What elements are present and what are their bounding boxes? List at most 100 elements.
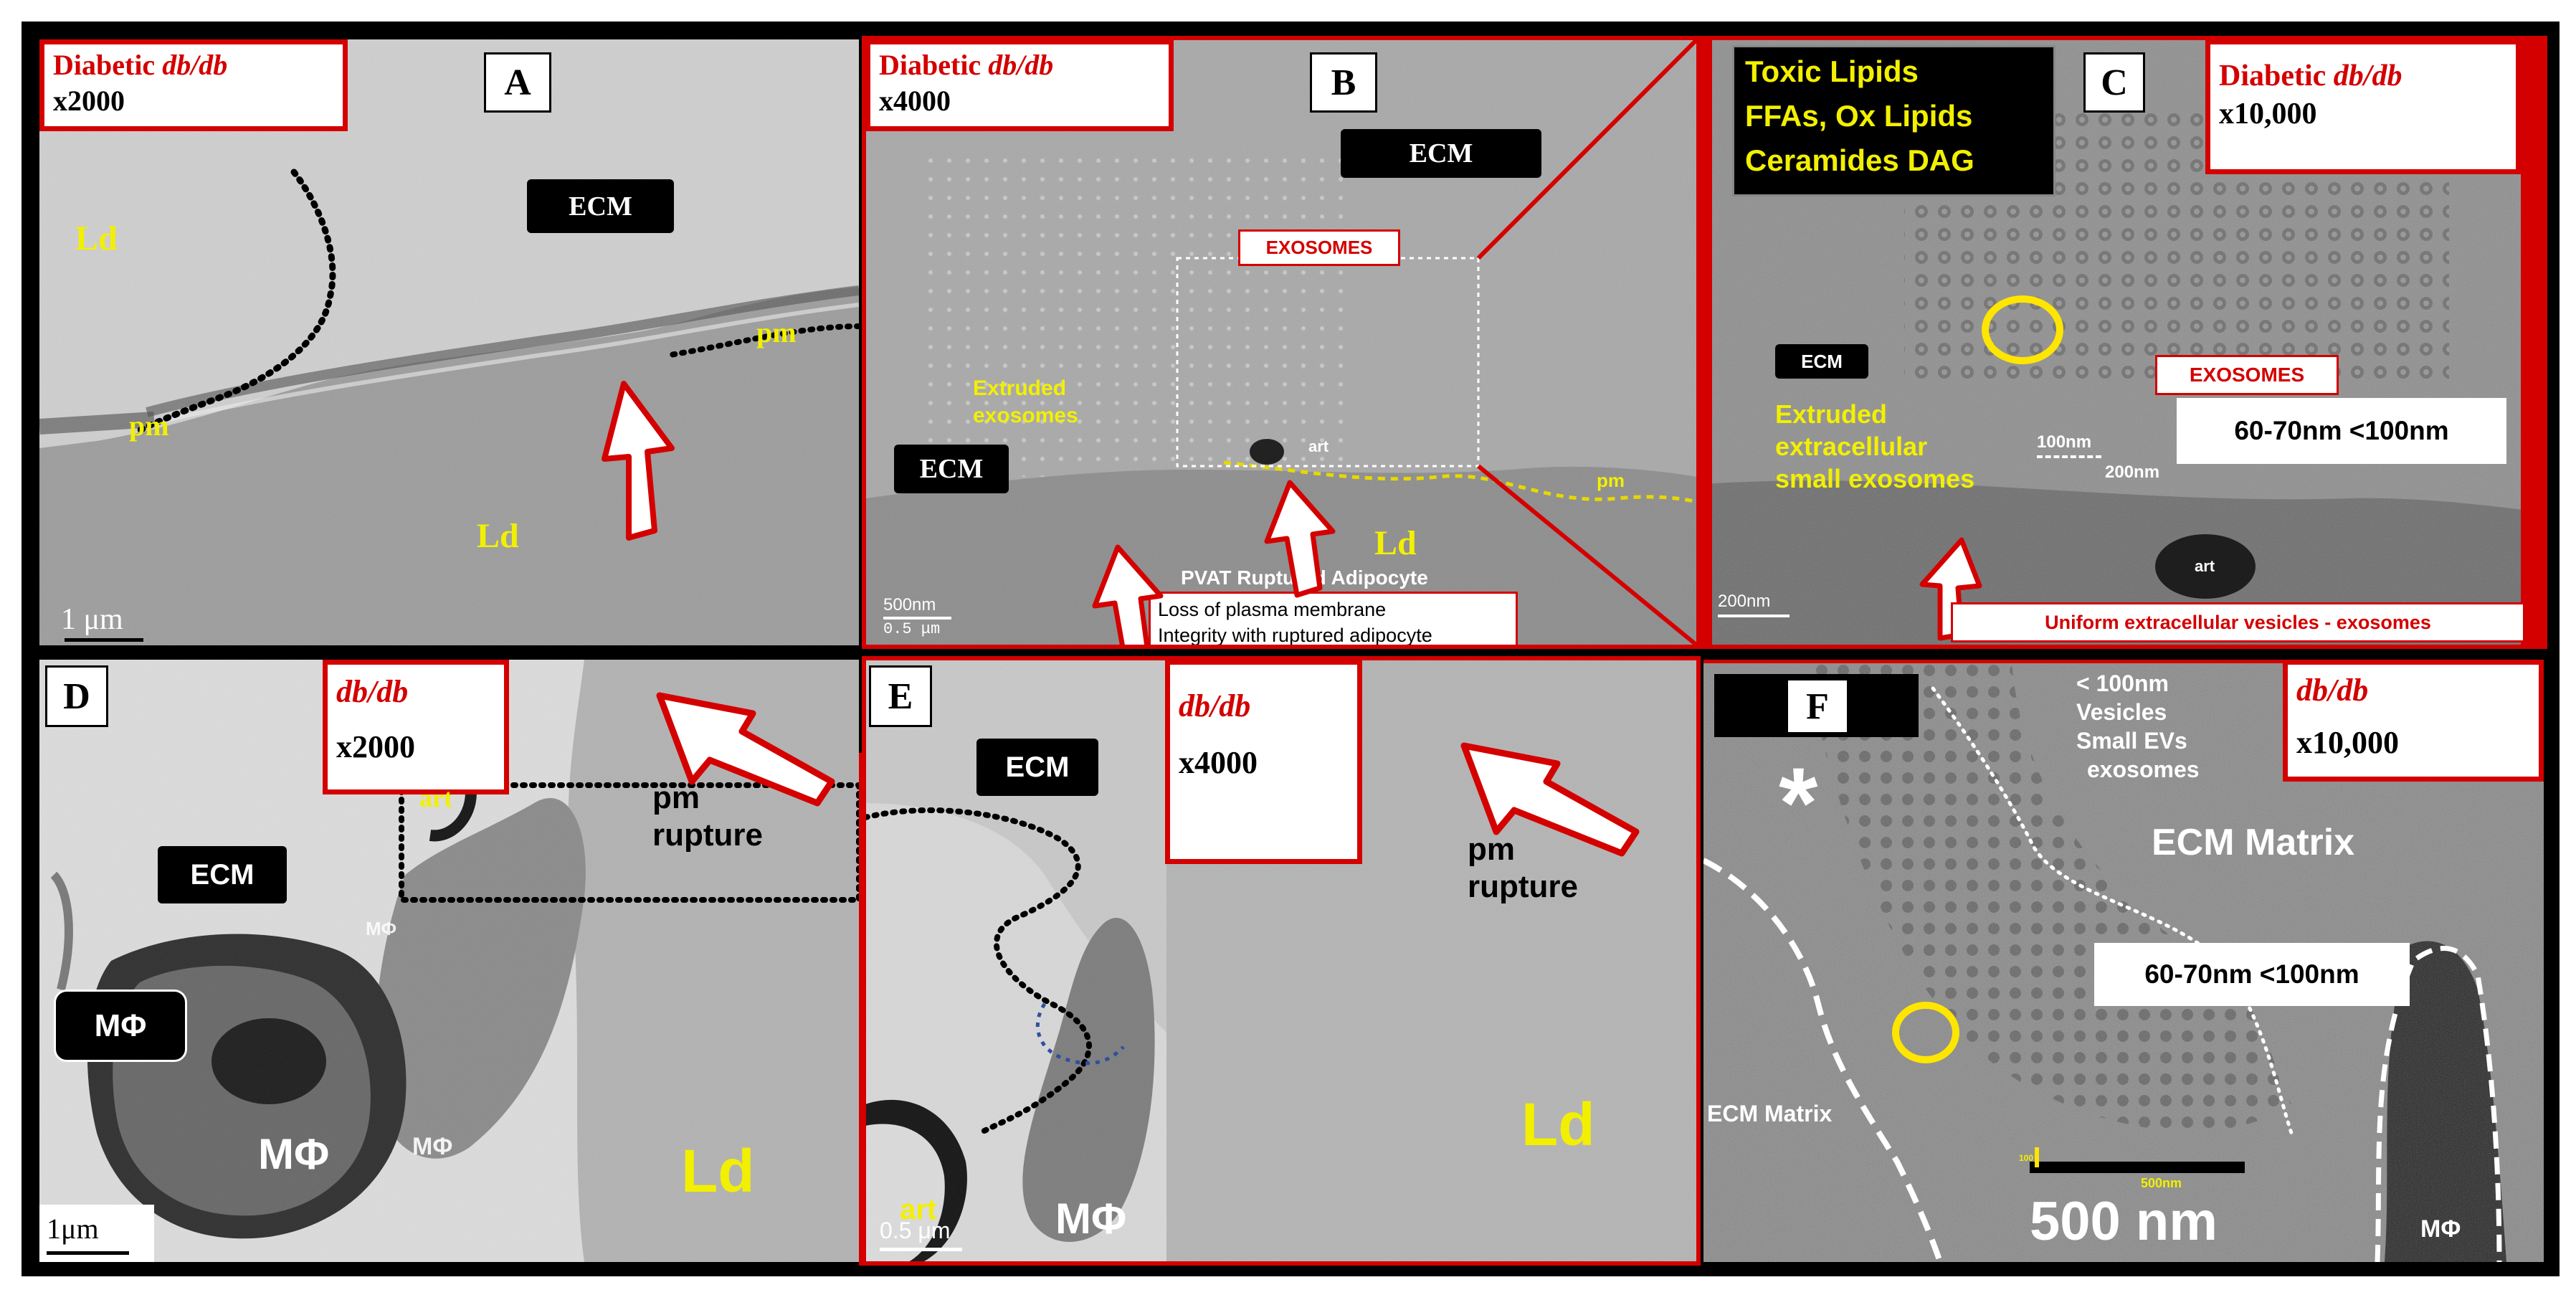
panel-b-ecm-label-2: ECM <box>894 445 1009 493</box>
panel-b-scale-bar <box>883 617 951 620</box>
panel-d-pm-line1: pm <box>652 780 700 815</box>
panel-c: Toxic Lipids FFAs, Ox Lipids Ceramides D… <box>1703 39 2544 645</box>
panel-a-arrow <box>602 381 675 541</box>
panel-f-magnification-box: db/db x10,000 <box>2283 660 2544 782</box>
panel-e-pm-line1: pm <box>1468 832 1515 867</box>
panel-b-scale-label-2: 0.5 μm <box>883 620 941 638</box>
panel-e-mphi-label: MΦ <box>1055 1195 1127 1243</box>
panel-f-scale-bar-small <box>2030 1162 2245 1173</box>
panel-f-letter-box: F <box>1714 674 1919 737</box>
panel-f-letter: F <box>1786 678 1849 734</box>
panel-b-note-line1: Loss of plasma membrane <box>1158 599 1387 620</box>
panel-e-magnification-box: db/db x4000 <box>1165 660 1362 864</box>
panel-f-ecm-matrix-1: ECM Matrix <box>2152 822 2355 863</box>
panel-f-scale-tick <box>2035 1147 2039 1167</box>
panel-a-micrograph <box>39 39 859 645</box>
panel-c-scale-label: 200nm <box>1718 592 1771 611</box>
panel-e-pm-line2: rupture <box>1468 869 1578 904</box>
panel-c-magnification-box: Diabetic db/db x10,000 <box>2205 39 2521 174</box>
panel-e-ld-label: Ld <box>1521 1091 1595 1158</box>
panel-c-exosomes-label: EXOSOMES <box>2155 355 2339 395</box>
panel-b-arrow-2 <box>1092 544 1164 645</box>
panel-e-scale-label: 0.5 μm <box>880 1218 951 1243</box>
panel-b-art-label: art <box>1308 437 1329 455</box>
panel-b: Diabetic db/db x4000 B ECM ECM EXOSOMES … <box>865 39 1697 645</box>
panel-d-e-divider <box>859 753 862 1266</box>
panel-a-magnification-box: Diabetic db/db x2000 <box>39 39 348 131</box>
panel-e-art-label: art <box>900 1194 937 1225</box>
panel-c-scale-bar <box>1718 615 1790 617</box>
panel-b-micrograph <box>865 39 1697 645</box>
panel-b-arrow-1 <box>1264 480 1336 598</box>
panel-d-mphi-small-2: MΦ <box>412 1133 453 1160</box>
panel-e: E db/db x4000 ECM pm rupture Ld art MΦ 0… <box>865 660 1697 1262</box>
panel-c-ecm-label: ECM <box>1775 344 1868 379</box>
panel-d-pm-line2: rupture <box>652 817 763 853</box>
panel-c-toxic-line2: FFAs, Ox Lipids <box>1745 99 1973 133</box>
panel-b-scale-label-1: 500nm <box>883 595 936 615</box>
panel-d-letter: D <box>45 665 108 727</box>
panel-f: F < 100nm Vesicles Small EVs exosomes db… <box>1703 660 2544 1262</box>
figure-frame: Diabetic db/db x2000 A ECM Ld Ld pm pm 1… <box>22 22 2560 1276</box>
panel-a-letter: A <box>484 52 551 113</box>
panel-c-exosome-circle <box>1982 295 2063 364</box>
panel-c-size-box: 60-70nm <100nm <box>2177 398 2506 464</box>
panel-b-letter: B <box>1310 52 1377 113</box>
panel-c-letter: C <box>2083 52 2145 113</box>
panel-b-note-box: Loss of plasma membrane Integrity with r… <box>1149 592 1518 645</box>
panel-b-ld-label: Ld <box>1374 524 1417 562</box>
panel-b-magnification-box: Diabetic db/db x4000 <box>865 39 1174 131</box>
panel-b-ecm-label-1: ECM <box>1341 129 1541 178</box>
panel-a: Diabetic db/db x2000 A ECM Ld Ld pm pm 1… <box>39 39 859 645</box>
panel-a-ld-label-2: Ld <box>477 517 519 555</box>
panel-a-scale-bar <box>65 638 143 642</box>
panel-c-uniform-label: Uniform extracellular vesicles - exosome… <box>1951 602 2525 642</box>
panel-b-note-line2: Integrity with ruptured adipocyte <box>1158 625 1432 645</box>
panel-c-extruded-line3: small exosomes <box>1775 464 1975 493</box>
panel-d-mphi-box: MΦ <box>54 990 187 1062</box>
panel-b-extruded-line1: Extruded <box>973 376 1067 400</box>
panel-e-ecm-label: ECM <box>976 739 1098 796</box>
panel-a-pm-label-2: pm <box>756 316 797 348</box>
panel-d-arrow <box>656 692 835 807</box>
panel-b-extruded-line2: exosomes <box>973 404 1078 427</box>
panel-b-exosomes-label: EXOSOMES <box>1238 229 1400 266</box>
panel-b-pm-label: pm <box>1597 470 1625 491</box>
panel-e-arrow <box>1460 742 1640 857</box>
panel-c-toxic-line1: Toxic Lipids <box>1745 54 1919 88</box>
panel-d-scale-bar <box>47 1251 129 1255</box>
panel-c-toxic-line3: Ceramides DAG <box>1745 143 1974 177</box>
panel-d-magnification-box: db/db x2000 <box>323 660 509 794</box>
panel-d-art-label: art <box>419 784 452 812</box>
panel-c-100nm-label: 100nm <box>2037 432 2092 452</box>
panel-c-toxic-lipids-box: Toxic Lipids FFAs, Ox Lipids Ceramides D… <box>1732 45 2055 196</box>
panel-f-scale-500-small: 500nm <box>2141 1176 2182 1190</box>
panel-e-scale-bar <box>880 1248 962 1251</box>
panel-f-exosome-circle <box>1892 1002 1959 1063</box>
panel-a-scale-label: 1 μm <box>61 603 123 636</box>
panel-c-extruded-line2: extracellular <box>1775 432 1928 461</box>
panel-f-vesicle-line4: exosomes <box>2087 756 2200 782</box>
panel-d: D db/db x2000 art ECM MΦ MΦ MΦ MΦ pm rup… <box>39 660 859 1262</box>
panel-f-scale-100: 100 <box>2019 1153 2034 1163</box>
panel-f-asterisk: * <box>1779 746 1818 859</box>
panel-c-200nm-label: 200nm <box>2105 462 2160 482</box>
panel-e-red-frame <box>862 656 1701 1266</box>
panel-a-pm-label-1: pm <box>129 409 169 442</box>
panel-c-100nm-bar <box>2037 455 2101 458</box>
panel-c-art-label: art <box>2195 557 2215 575</box>
panel-d-ld-label: Ld <box>681 1137 755 1205</box>
panel-f-scale-big: 500 nm <box>2030 1191 2218 1252</box>
panel-d-scale-box: 1μm <box>39 1205 154 1262</box>
panel-d-mphi-big: MΦ <box>258 1130 330 1178</box>
panel-f-vesicle-line2: Vesicles <box>2076 699 2167 725</box>
panel-f-ecm-matrix-2: ECM Matrix <box>1707 1101 1833 1126</box>
panel-a-ld-label-1: Ld <box>75 219 118 257</box>
panel-c-red-frame <box>1700 36 2547 649</box>
panel-c-extruded-line1: Extruded <box>1775 399 1888 429</box>
panel-d-scale-label: 1μm <box>47 1213 99 1245</box>
panel-f-vesicle-line3: Small EVs <box>2076 728 2187 754</box>
panel-f-vesicle-line1: < 100nm <box>2076 670 2169 696</box>
panel-d-ecm-label: ECM <box>158 846 287 903</box>
panel-f-mphi-label: MΦ <box>2420 1215 2461 1243</box>
